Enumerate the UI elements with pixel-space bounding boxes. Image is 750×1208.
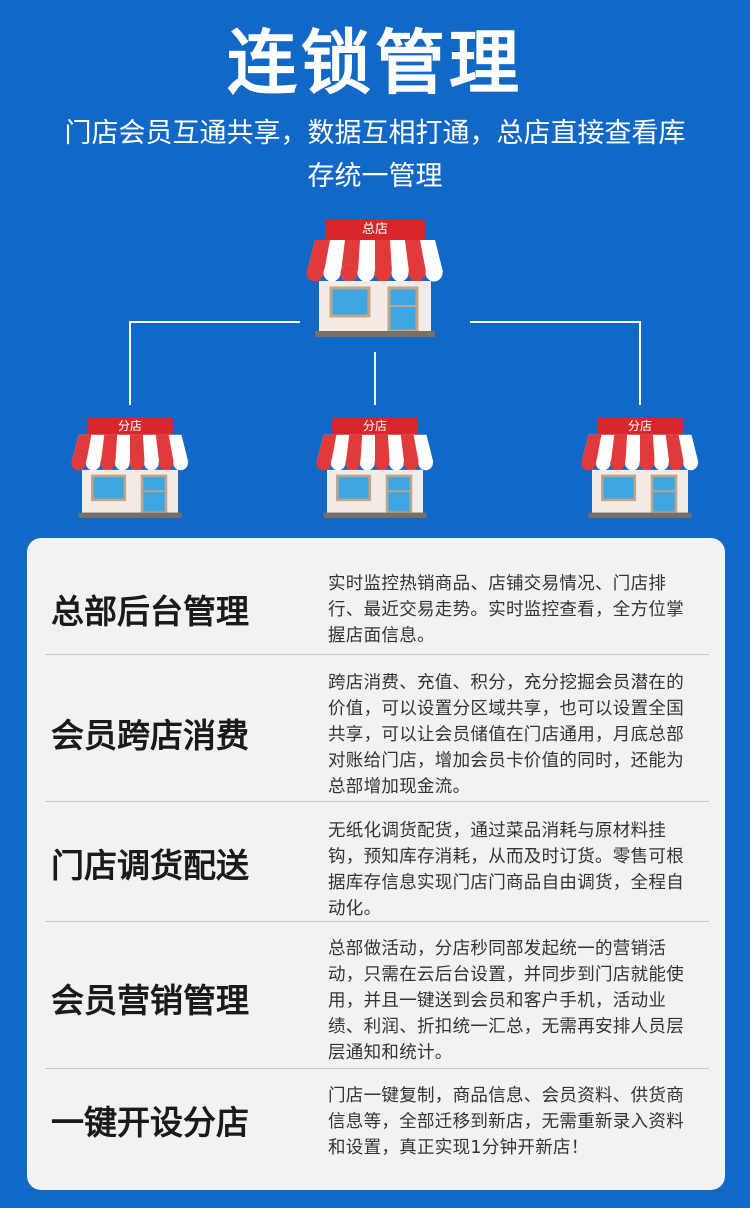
branch-store-label: 分店	[117, 419, 142, 433]
page-title: 连锁管理	[227, 22, 523, 104]
divider	[45, 1068, 709, 1069]
feature-desc: 门店一键复制，商品信息、会员资料、供货商信息等，全部迁移到新店，无需重新录入资料…	[328, 1086, 684, 1158]
feature-title: 门店调货配送	[51, 846, 249, 885]
feature-desc: 跨店消费、充值、积分，充分挖掘会员潜在的价值，可以设置分区域共享，也可以设置全国…	[328, 673, 684, 797]
feature-title: 会员营销管理	[51, 981, 249, 1020]
org-connector-lines	[129, 321, 641, 405]
feature-title: 会员跨店消费	[51, 716, 249, 755]
page-subtitle: 门店会员互通共享，数据互相打通，总店直接查看库存统一管理	[64, 118, 686, 192]
branch-store-icon	[70, 417, 190, 525]
branch-store-icon	[580, 417, 700, 525]
feature-title: 总部后台管理	[51, 592, 249, 631]
feature-card: 总部后台管理 实时监控热销商品、店铺交易情况、门店排行、最近交易走势。实时监控查…	[27, 538, 725, 1190]
divider	[45, 801, 709, 802]
hq-store-label: 总店	[361, 222, 388, 237]
branch-store-label: 分店	[362, 419, 387, 433]
feature-desc: 实时监控热销商品、店铺交易情况、门店排行、最近交易走势。实时监控查看，全方位掌握…	[328, 574, 684, 646]
branch-store-label: 分店	[627, 419, 652, 433]
divider	[45, 654, 709, 655]
divider	[45, 921, 709, 922]
feature-desc: 总部做活动，分店秒同部发起统一的营销活动，只需在云后台设置，并同步到门店就能使用…	[328, 939, 684, 1063]
hq-store-icon	[305, 220, 445, 344]
feature-desc: 无纸化调货配货，通过菜品消耗与原材料挂钩，预知库存消耗，从而及时订货。零售可根据…	[328, 821, 684, 919]
branch-store-icon	[315, 417, 435, 525]
feature-title: 一键开设分店	[51, 1103, 249, 1142]
